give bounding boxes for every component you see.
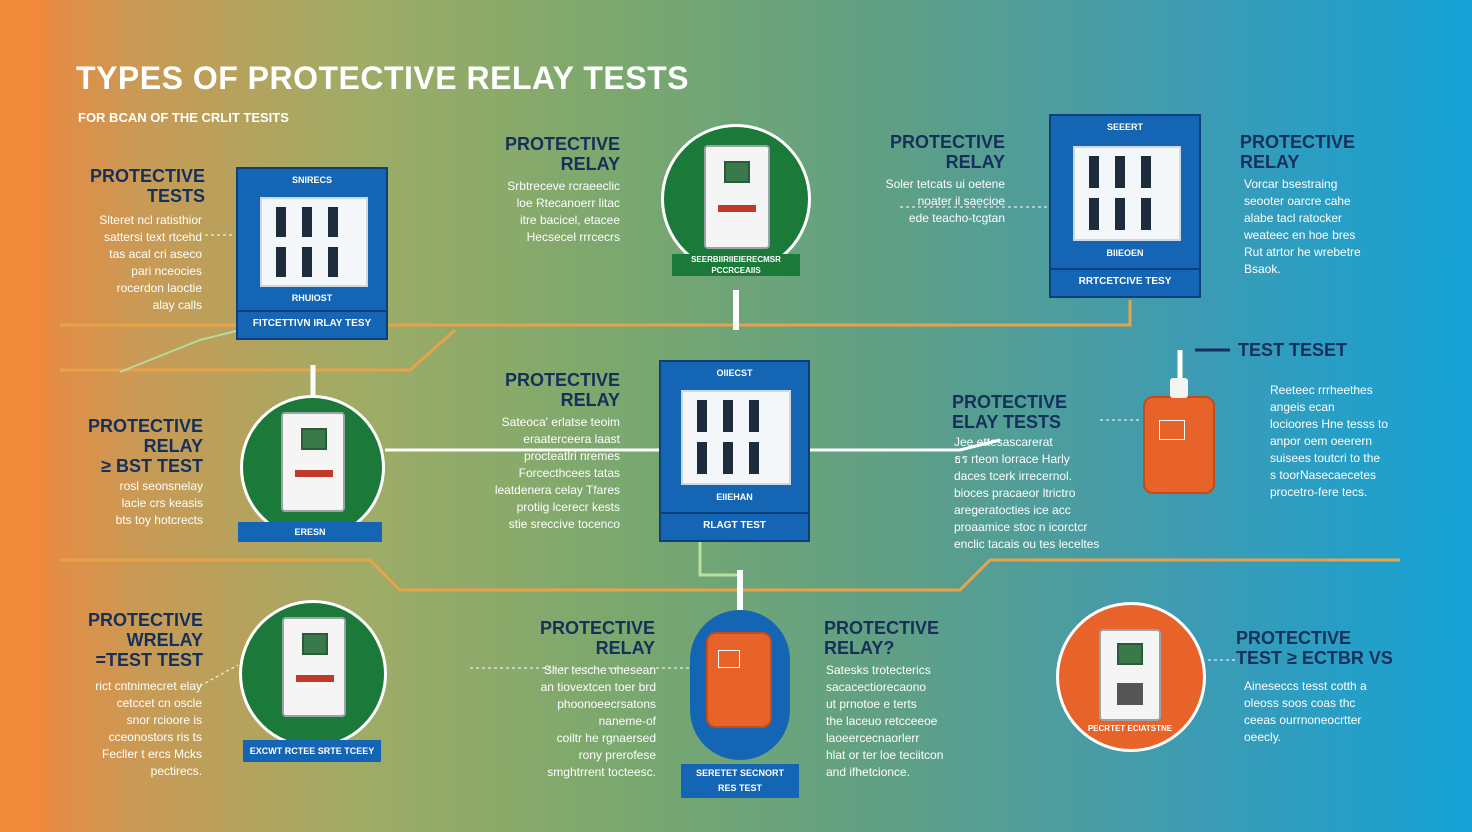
section-8-heading: TEST TESET	[1238, 340, 1348, 360]
card-3-top-label: OIIECST	[716, 368, 753, 378]
test-cylinder-frame	[690, 610, 790, 760]
card-2-top-label: SEEERT	[1106, 122, 1143, 132]
card-2-relay-panel-icon	[1073, 146, 1181, 241]
card-1-top-label: SNIRECS	[291, 175, 332, 185]
card-2-mid-label: BIIEOEN	[1106, 248, 1144, 258]
circle-2-badge: ERESN	[238, 522, 382, 542]
relay-device-icon	[704, 145, 770, 249]
relay-device-icon	[281, 412, 345, 512]
circle-3-badge: EXCWT RCTEE SRTE TCEEY	[243, 740, 381, 762]
card-3-mid-label: EIIEHAN	[716, 492, 753, 502]
relay-device-icon	[1099, 629, 1161, 721]
test-cylinder-icon-1	[1143, 396, 1215, 494]
circle-4-badge: PECRTET ECIATSTNE	[1087, 724, 1173, 733]
relay-device-circle-1	[661, 124, 811, 274]
page-subtitle: FOR BCAN OF THE CRLIT TESITS	[78, 110, 289, 125]
card-1-footer: FITCETTIVN IRLAY TESY	[238, 310, 386, 338]
card-3-footer: RLAGT TEST	[661, 512, 808, 540]
circle-1-badge: SEERBIIRIIEIERECMSR PCCRCEAIIS	[672, 254, 800, 276]
relay-device-circle-4	[1056, 602, 1206, 752]
card-1-mid-label: RHUIOST	[291, 293, 333, 303]
relay-device-circle-3	[239, 600, 387, 748]
relay-panel-card-3: OIIECST EIIEHAN RLAGT TEST	[659, 360, 810, 542]
relay-panel-card-2: SEEERT BIIEOEN RRTCETCIVE TESY	[1049, 114, 1201, 298]
card-2-footer: RRTCETCIVE TESY	[1051, 268, 1199, 296]
page-title: TYPES OF PROTECTIVE RELAY TESTS	[76, 60, 689, 96]
cylinder-cap-icon	[1170, 378, 1188, 398]
relay-device-icon	[282, 617, 346, 717]
card-3-relay-panel-icon	[681, 390, 791, 485]
relay-device-circle-2	[240, 395, 385, 540]
test-cylinder-icon-2	[706, 632, 772, 728]
left-edge-strip	[0, 0, 46, 832]
card-1-relay-panel-icon	[260, 197, 368, 287]
relay-panel-card-1: SNIRECS RHUIOST FITCETTIVN IRLAY TESY	[236, 167, 388, 340]
